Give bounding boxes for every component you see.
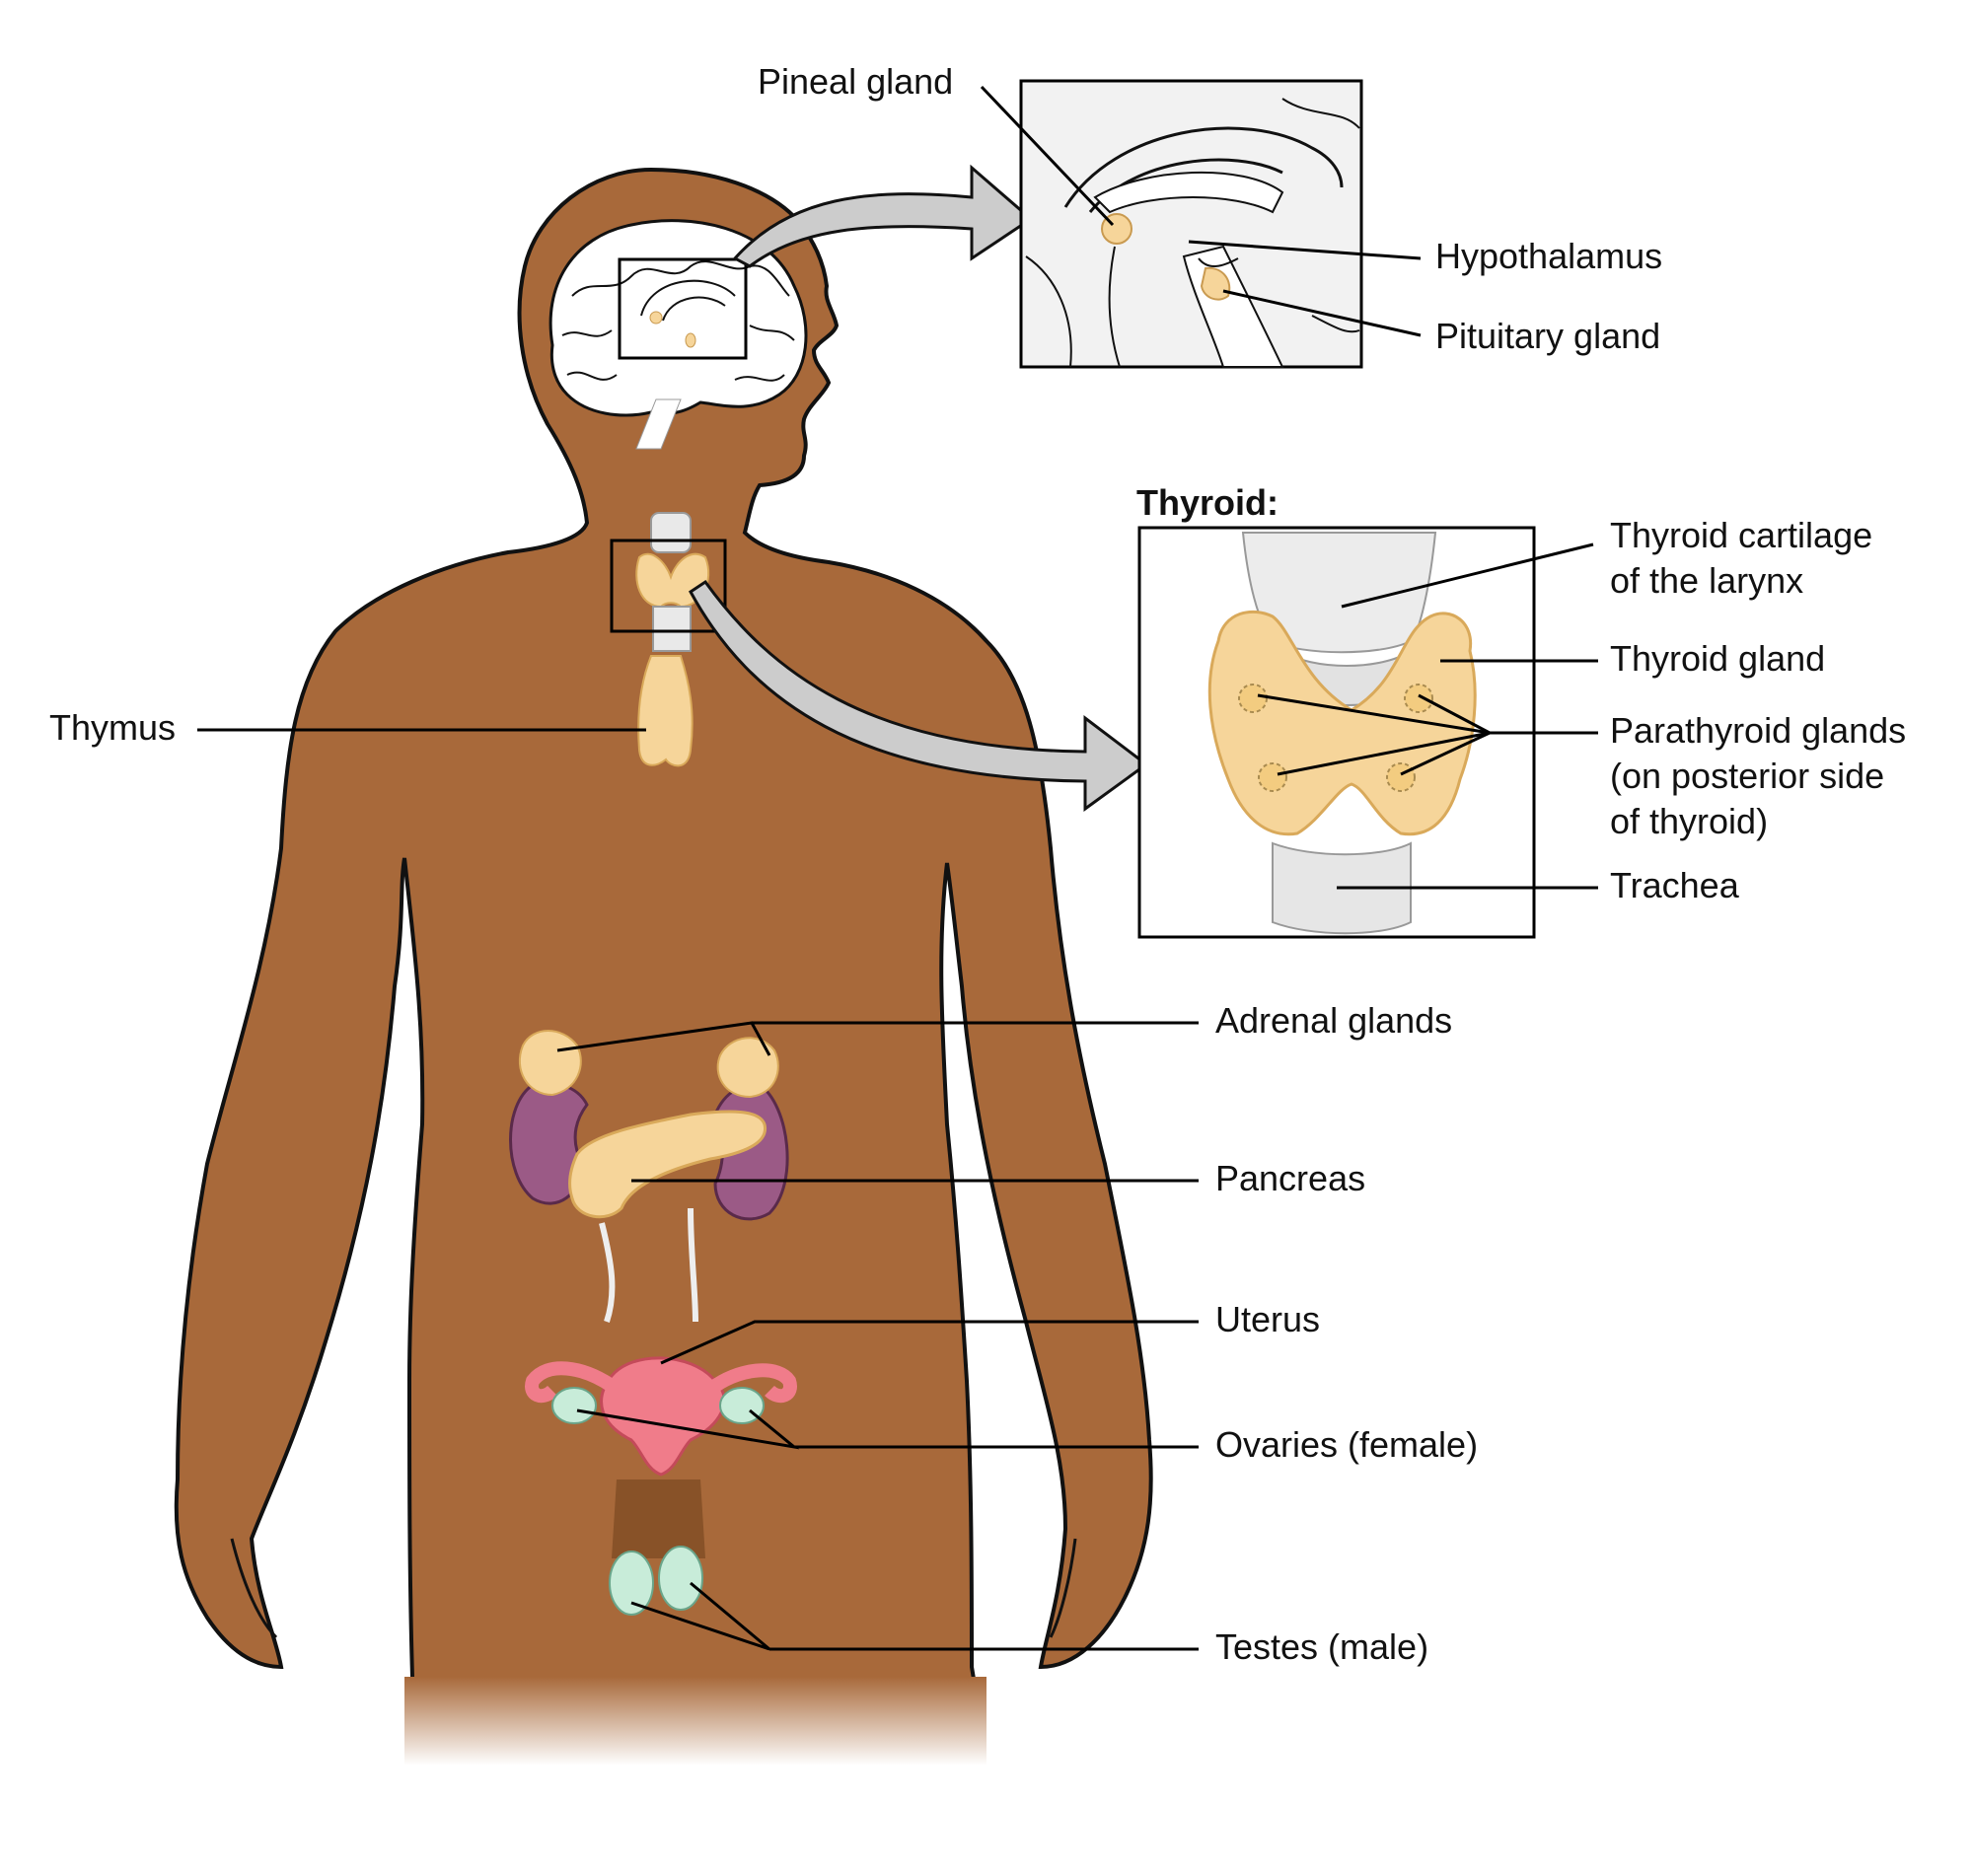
right-ureter — [688, 1207, 698, 1323]
brain-inset-box — [618, 257, 748, 360]
brain-panel-frame — [1019, 79, 1363, 369]
brain-inset-midline — [640, 279, 736, 322]
label-parathyroid-line1: Parathyroid glands — [1610, 710, 1907, 751]
right-adrenal-gland — [716, 1037, 779, 1099]
left-fallopian-tube — [525, 1361, 616, 1404]
label-thyroid-cartilage-line1: Thyroid cartilage — [1610, 515, 1873, 555]
pituitary-stalk — [1198, 257, 1239, 267]
leader-parathyroid-2 — [1418, 693, 1491, 735]
label-trachea: Trachea — [1610, 865, 1739, 905]
parathyroid-upper-left — [1238, 684, 1268, 713]
label-thyroid-gland: Thyroid gland — [1610, 638, 1826, 679]
brain-inset-panel — [1019, 79, 1363, 369]
body-outline — [174, 167, 1153, 1748]
reproductive-organs — [525, 1356, 797, 1616]
uterus — [600, 1356, 726, 1477]
leader-uterus — [660, 1320, 1199, 1365]
thyroid-arrow — [689, 579, 1149, 812]
body-bottom-fade — [404, 1677, 986, 1766]
label-parathyroid-line2: (on posterior side — [1610, 756, 1885, 796]
leader-thyroid-cartilage — [1341, 542, 1594, 609]
label-pancreas: Pancreas — [1215, 1158, 1366, 1198]
abdominal-organs — [509, 1030, 789, 1323]
brainstem — [635, 398, 682, 450]
parathyroid-lower-right — [1386, 762, 1416, 792]
label-pineal-gland: Pineal gland — [758, 61, 954, 102]
label-pituitary-gland: Pituitary gland — [1435, 316, 1661, 356]
parathyroid-upper-right — [1404, 684, 1433, 713]
left-hand-fingers — [230, 1538, 278, 1639]
label-thyroid-heading: Thyroid: — [1136, 482, 1279, 523]
label-thymus: Thymus — [49, 707, 177, 748]
label-hypothalamus: Hypothalamus — [1435, 236, 1663, 276]
leader-parathyroid-3 — [1277, 731, 1491, 776]
left-ureter — [599, 1222, 616, 1323]
brain-panel-ventricle — [1093, 171, 1284, 214]
parathyroid-lower-left — [1258, 762, 1287, 792]
label-uterus: Uterus — [1215, 1299, 1321, 1339]
label-parathyroid-line3: of thyroid) — [1610, 801, 1769, 841]
label-thyroid-cartilage-line2: of the larynx — [1610, 560, 1804, 601]
body-silhouette — [174, 167, 1153, 1766]
label-testes: Testes (male) — [1215, 1626, 1429, 1667]
thyroid-inset-box — [610, 539, 727, 633]
pancreas — [568, 1110, 767, 1219]
left-ovary — [551, 1387, 597, 1424]
leader-hypothalamus — [1188, 240, 1422, 260]
brain-panel-lines — [1025, 98, 1360, 368]
testes-shadow — [612, 1479, 705, 1558]
thyroid-inset-panel — [1137, 526, 1536, 939]
label-adrenal-glands: Adrenal glands — [1215, 1000, 1453, 1041]
thymus-gland — [637, 655, 694, 767]
leader-parathyroid-1 — [1257, 693, 1491, 735]
brain-gyri — [561, 260, 795, 382]
left-adrenal-gland — [518, 1030, 582, 1097]
pituitary-small — [685, 332, 696, 348]
right-testis — [658, 1546, 703, 1611]
thyroid-cartilage — [1241, 532, 1437, 654]
brain — [548, 219, 808, 450]
leader-lines — [197, 85, 1598, 1651]
larynx-small — [650, 512, 692, 553]
left-testis — [609, 1551, 654, 1616]
pituitary-gland — [1200, 266, 1231, 301]
right-hand-fingers — [1049, 1538, 1077, 1638]
leader-pineal — [980, 85, 1115, 227]
leader-pituitary — [1222, 289, 1422, 337]
right-fallopian-tube — [711, 1363, 797, 1404]
leader-parathyroid-4 — [1400, 731, 1491, 776]
pineal-small — [649, 311, 663, 325]
trachea-small — [652, 606, 692, 652]
label-ovaries: Ovaries (female) — [1215, 1424, 1479, 1465]
